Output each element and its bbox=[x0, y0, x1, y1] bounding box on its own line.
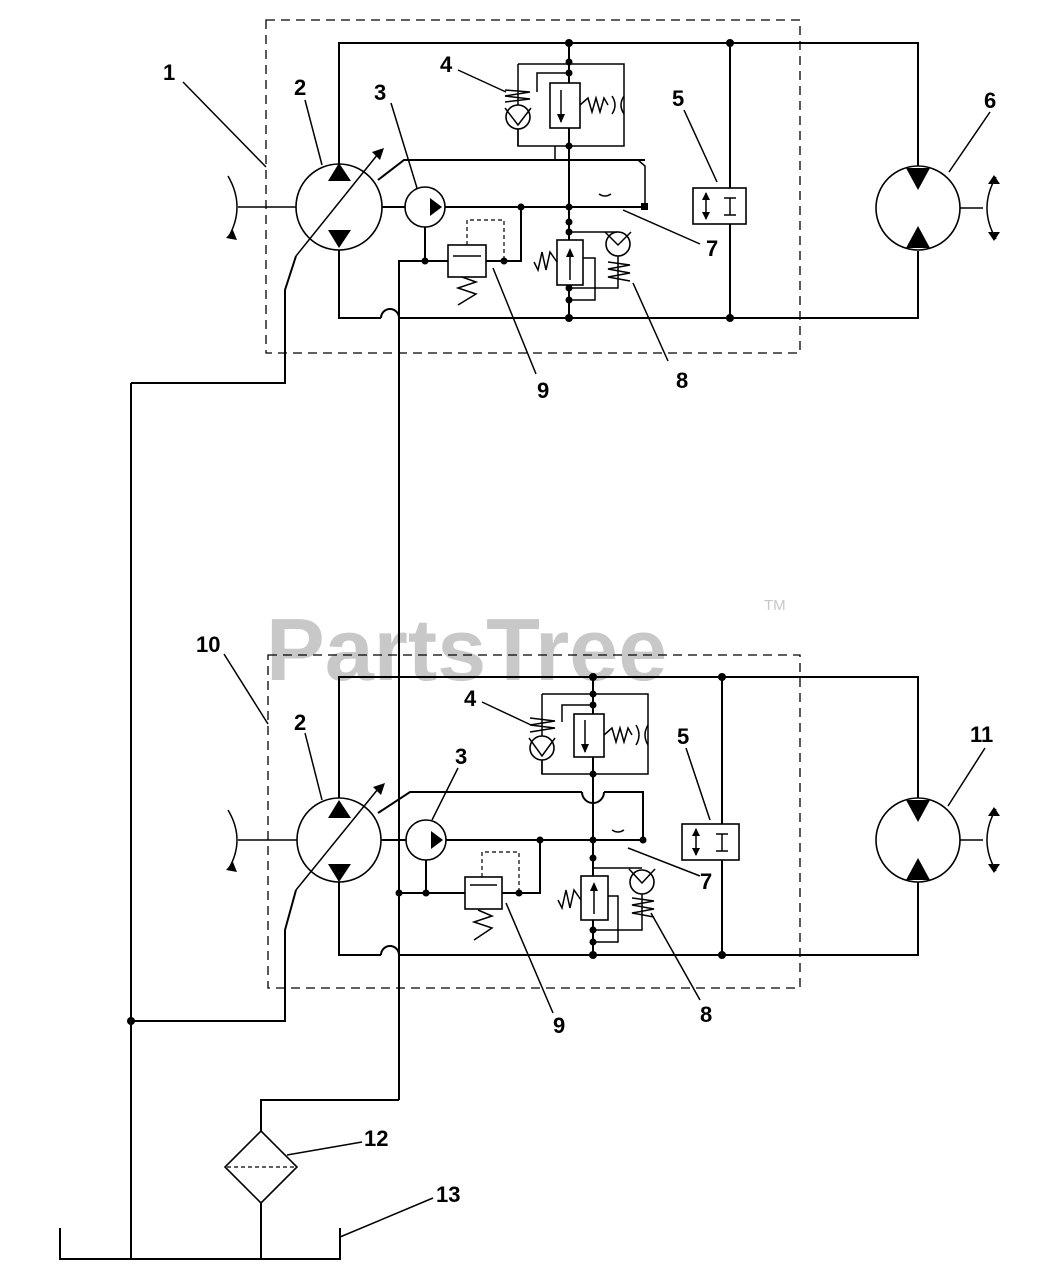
transmission-housing-bottom bbox=[267, 654, 801, 989]
callout-1: 1 bbox=[163, 60, 175, 85]
callout-9-bottom: 9 bbox=[553, 1013, 565, 1038]
callout-7-bottom: 7 bbox=[700, 869, 712, 894]
charge-relief-bottom bbox=[464, 876, 503, 910]
transmission-top bbox=[131, 19, 919, 384]
callout-4-bottom: 4 bbox=[464, 686, 477, 711]
leader-lines bbox=[182, 69, 991, 1238]
callout-6: 6 bbox=[984, 88, 996, 113]
supply-lines bbox=[59, 318, 403, 1260]
wheel-motor-right bbox=[875, 165, 1000, 251]
transmission-housing-top bbox=[265, 19, 801, 354]
relief-valve-bottom bbox=[573, 713, 605, 758]
callout-3-bottom: 3 bbox=[455, 744, 467, 769]
charge-relief-top bbox=[447, 244, 487, 278]
relief-valve-top bbox=[549, 82, 581, 129]
callout-13: 13 bbox=[436, 1182, 460, 1207]
callout-12: 12 bbox=[364, 1126, 388, 1151]
watermark: PartsTree TM bbox=[266, 597, 786, 699]
callout-3-top: 3 bbox=[374, 80, 386, 105]
bypass-valve-bottom bbox=[681, 823, 740, 861]
callout-11: 11 bbox=[970, 722, 993, 747]
callout-2-bottom: 2 bbox=[294, 710, 306, 735]
callout-9-top: 9 bbox=[537, 378, 549, 403]
callout-10: 10 bbox=[196, 632, 220, 657]
watermark-trademark: TM bbox=[764, 597, 786, 614]
callout-8-bottom: 8 bbox=[700, 1002, 712, 1027]
watermark-text: PartsTree bbox=[266, 600, 667, 699]
callout-7-top: 7 bbox=[706, 236, 718, 261]
callout-8-top: 8 bbox=[676, 368, 688, 393]
bypass-valve-top bbox=[692, 187, 747, 225]
callout-5-bottom: 5 bbox=[677, 724, 689, 749]
wheel-motor-left bbox=[875, 797, 1000, 883]
callout-labels: 1 2 3 4 5 6 7 8 9 10 2 3 4 5 11 7 8 9 12… bbox=[163, 52, 996, 1207]
callout-4-top: 4 bbox=[440, 52, 453, 77]
transmission-bottom bbox=[131, 654, 919, 1022]
callout-5-top: 5 bbox=[672, 86, 684, 111]
callout-2-top: 2 bbox=[294, 75, 306, 100]
reservoir bbox=[59, 1228, 341, 1260]
